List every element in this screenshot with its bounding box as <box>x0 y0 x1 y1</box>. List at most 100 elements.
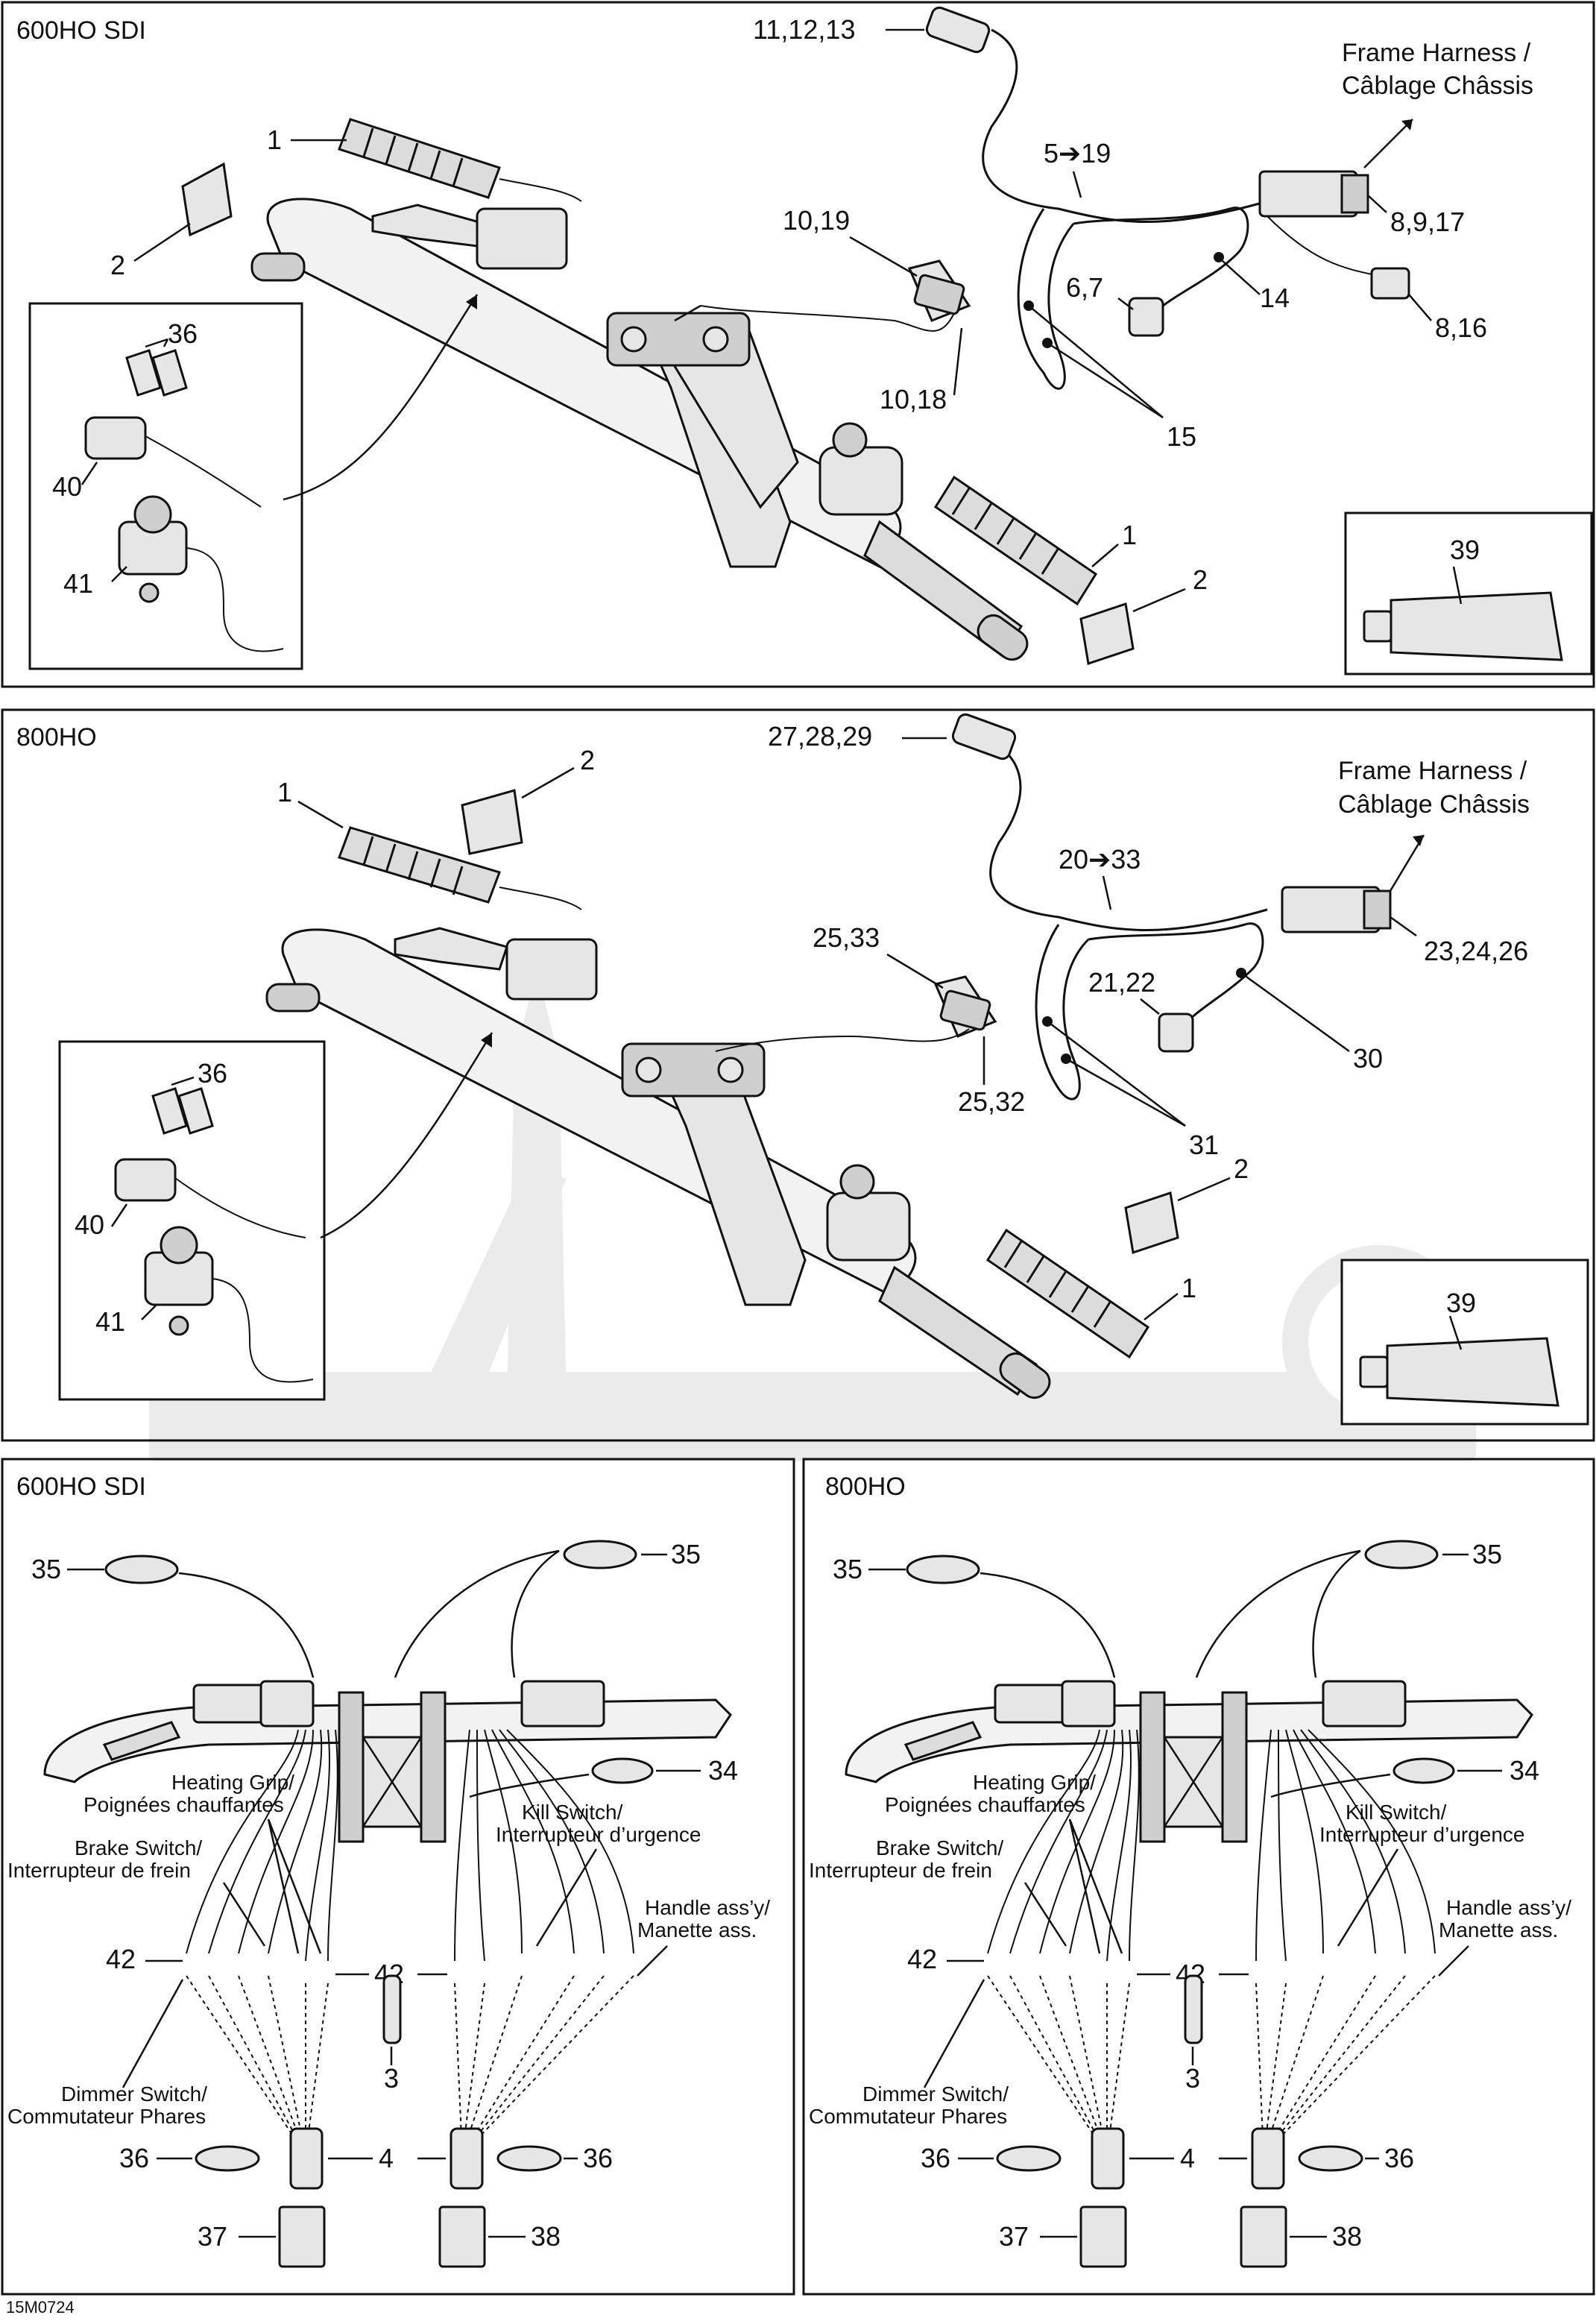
label-switch-pair: 31 <box>1189 1130 1219 1160</box>
label-housing-left: 37 <box>999 2221 1029 2252</box>
panel-title: 800HO <box>825 1473 906 1501</box>
label-throttle: 41 <box>63 568 93 599</box>
label-grease: 39 <box>1446 1288 1476 1318</box>
housing-left <box>1079 2205 1127 2268</box>
housing-right <box>438 2205 486 2268</box>
label-spacer: 3 <box>384 2063 399 2094</box>
brake-switch-line2: Interrupteur de frein <box>7 1859 191 1882</box>
housing-left <box>278 2205 326 2268</box>
label-tie-mid: 34 <box>708 1755 738 1786</box>
label-block-a: 25,33 <box>813 922 880 953</box>
label-clip-left: 36 <box>921 2143 950 2173</box>
panel-middle-800ho: 800HO 1 2 <box>1 708 1595 1442</box>
label-housing-right: 38 <box>531 2221 561 2252</box>
handle-assy-line2: Manette ass. <box>637 1918 757 1941</box>
wire-bundles-left <box>186 1729 634 2155</box>
inset-grease-tube: 39 <box>1344 511 1593 675</box>
kill-switch-line2: Interrupteur d’urgence <box>496 1823 701 1846</box>
handle-assy-line2: Manette ass. <box>1439 1918 1558 1941</box>
label-clips: 36 <box>168 318 198 349</box>
handlebar-assembly <box>265 927 1051 1399</box>
label-tape-right: 2 <box>1193 564 1208 595</box>
kill-switch-line1: Kill Switch/ <box>1346 1801 1447 1824</box>
label-spacer: 3 <box>1185 2063 1200 2094</box>
label-connector: 11,12,13 <box>753 14 855 45</box>
tape-right <box>1124 1191 1179 1254</box>
brake-switch-line1: Brake Switch/ <box>75 1836 202 1859</box>
label-grip-left: 1 <box>277 777 292 807</box>
label-terminals-left: 42 <box>907 1944 937 1974</box>
brake-switch-line2: Interrupteur de frein <box>809 1859 992 1882</box>
sleeve-right <box>1251 2127 1285 2190</box>
label-clip-left: 36 <box>119 2143 149 2173</box>
handlebar-assembly <box>250 198 1029 661</box>
label-tape-right: 2 <box>1234 1153 1249 1184</box>
wiring-harness <box>715 713 1392 1100</box>
brake-switch-line1: Brake Switch/ <box>876 1836 1003 1859</box>
panel-title: 600HO SDI <box>16 1473 146 1501</box>
handlebar-top-view <box>43 1680 732 1843</box>
label-housing-left: 37 <box>198 2221 227 2252</box>
dimmer-switch-line1: Dimmer Switch/ <box>61 2082 207 2106</box>
heating-grip-line2: Poignées chauffantes <box>83 1793 284 1816</box>
label-terminals-left: 42 <box>106 1944 136 1974</box>
label-sleeve: 4 <box>1180 2143 1195 2173</box>
label-block-a: 10,19 <box>783 205 850 236</box>
label-ties-left: 35 <box>31 1554 61 1584</box>
housing-right <box>1240 2205 1287 2268</box>
label-housing-right: 38 <box>1332 2221 1362 2252</box>
heating-grip-line2: Poignées chauffantes <box>885 1793 1085 1816</box>
label-grip-right: 1 <box>1122 520 1137 550</box>
label-relay: 21,22 <box>1088 967 1155 998</box>
sleeve-right <box>450 2127 484 2190</box>
tape-left <box>181 162 233 237</box>
grip-left <box>338 118 582 202</box>
grip-right <box>985 1228 1150 1359</box>
frame-harness-line1: Frame Harness / <box>1342 39 1531 67</box>
label-harness-wire: 30 <box>1353 1043 1383 1074</box>
handle-assy-line1: Handle ass’y/ <box>645 1896 770 1919</box>
tape-right <box>1079 602 1135 665</box>
label-ties-right: 35 <box>671 1539 701 1569</box>
label-harness: 20➔33 <box>1059 844 1141 875</box>
spacer <box>382 1974 402 2044</box>
label-sleeve: 4 <box>379 2143 394 2173</box>
label-tape-left: 2 <box>110 250 125 280</box>
label-relay: 6,7 <box>1066 272 1103 303</box>
inset-switch-throttle: 36 40 41 <box>58 1040 326 1401</box>
label-block-b: 10,18 <box>880 384 947 415</box>
label-small-connector: 8,16 <box>1435 312 1487 343</box>
heating-grip-line1: Heating Grip/ <box>973 1771 1096 1794</box>
handle-assy-line1: Handle ass’y/ <box>1446 1896 1571 1919</box>
panel-title: 800HO <box>16 723 97 752</box>
footer-code: 15M0724 <box>6 2298 75 2317</box>
grip-left <box>338 826 582 910</box>
label-switch: 40 <box>52 471 82 502</box>
label-switch: 40 <box>75 1209 104 1240</box>
grip-right <box>933 475 1098 606</box>
tape-left <box>461 789 523 855</box>
label-ties-left: 35 <box>833 1554 862 1584</box>
sleeve-left <box>1091 2127 1125 2190</box>
label-harness-connector: 8,9,17 <box>1390 207 1465 237</box>
inset-switch-throttle: 36 40 41 <box>28 302 303 670</box>
label-tape-left: 2 <box>580 745 595 775</box>
heating-grip-line1: Heating Grip/ <box>171 1771 294 1794</box>
label-ties-right: 35 <box>1472 1539 1502 1569</box>
handlebar-top-view <box>845 1680 1533 1843</box>
label-connector: 27,28,29 <box>768 721 872 752</box>
dimmer-switch-line2: Commutateur Phares <box>809 2105 1007 2128</box>
wire-bundles-right <box>987 1729 1436 2155</box>
panel-title: 600HO SDI <box>16 16 146 45</box>
sleeve-left <box>289 2127 324 2190</box>
label-harness-connector: 23,24,26 <box>1424 936 1528 966</box>
panel-bottom-right-800ho: 800HO 35 35 <box>802 1458 1595 2296</box>
kill-switch-line1: Kill Switch/ <box>522 1801 623 1824</box>
inset-grease-tube: 39 <box>1340 1259 1589 1426</box>
label-grease: 39 <box>1450 535 1480 565</box>
label-grip-left: 1 <box>267 125 282 155</box>
label-harness-wire: 14 <box>1260 283 1290 313</box>
label-clip-right: 36 <box>583 2143 613 2173</box>
kill-switch-line2: Interrupteur d’urgence <box>1319 1823 1525 1846</box>
